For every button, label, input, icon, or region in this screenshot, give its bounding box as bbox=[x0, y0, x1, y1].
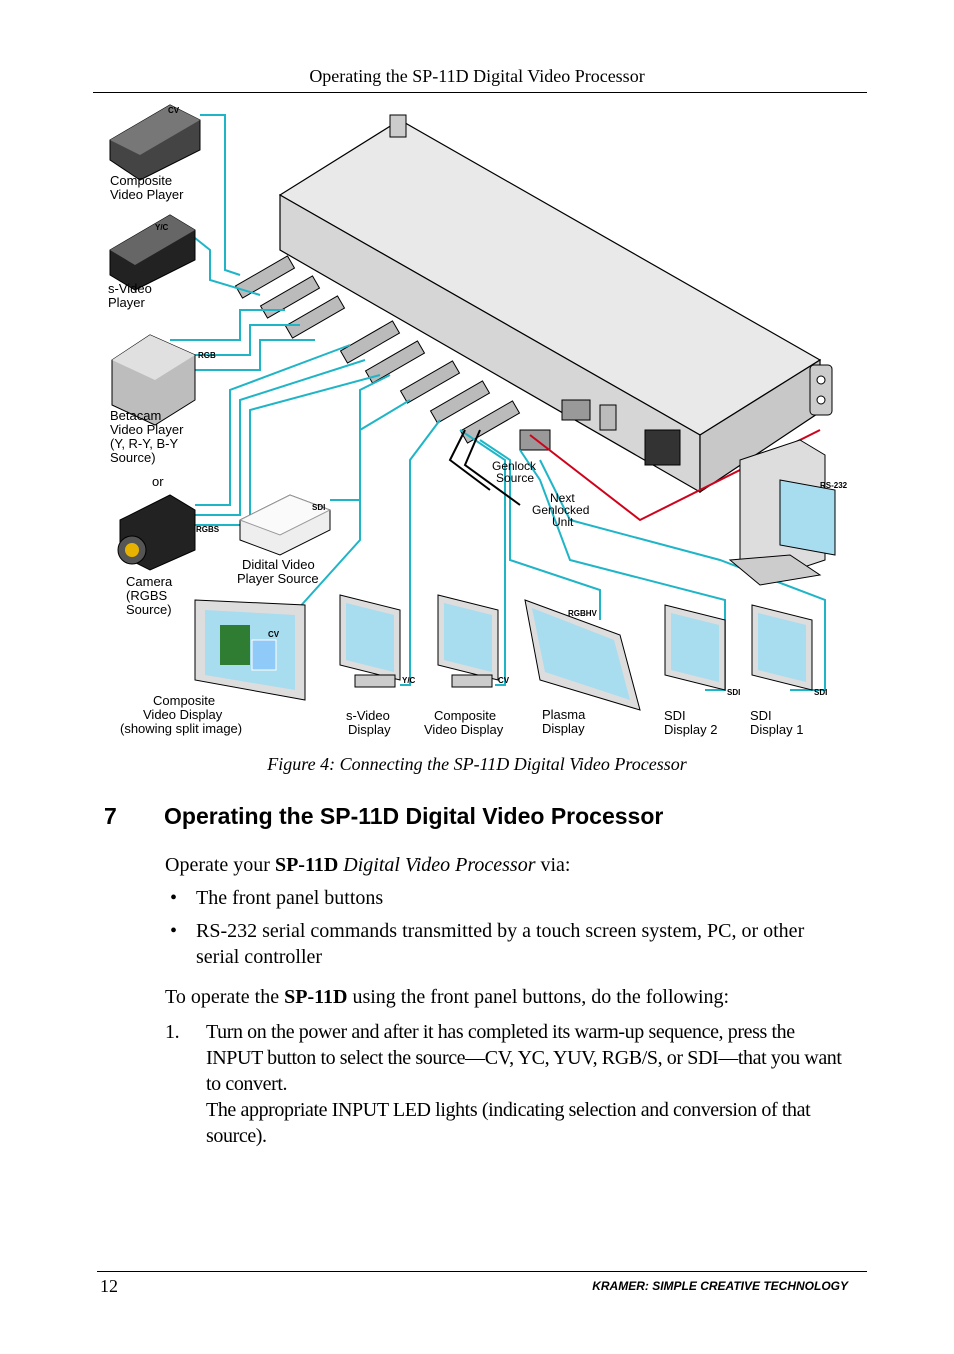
sp-11d-unit bbox=[278, 114, 833, 494]
betacam-player-device bbox=[111, 334, 196, 426]
label-or: or bbox=[152, 474, 164, 489]
tag-cv-1: CV bbox=[168, 106, 180, 115]
tag-rgb: RGB bbox=[198, 351, 216, 360]
intro-paragraph: Operate your SP-11D Digital Video Proces… bbox=[165, 854, 571, 876]
page-number: 12 bbox=[100, 1276, 118, 1296]
sdi-display-2-device bbox=[664, 604, 726, 691]
pc-device bbox=[728, 439, 836, 586]
section-title: Operating the SP-11D Digital Video Proce… bbox=[164, 803, 664, 829]
tag-rs232: RS-232 bbox=[820, 481, 848, 490]
running-header: Operating the SP-11D Digital Video Proce… bbox=[309, 66, 645, 86]
tag-rgbs: RGBS bbox=[196, 525, 220, 534]
tag-yc-2: Y/C bbox=[402, 676, 416, 685]
composite-display2-device bbox=[437, 594, 499, 688]
composite-video-player-device bbox=[109, 104, 201, 181]
section-heading: 7 Operating the SP-11D Digital Video Proc… bbox=[104, 803, 663, 830]
svideo-display-device bbox=[339, 594, 401, 688]
tag-cv-2: CV bbox=[268, 630, 280, 639]
svideo-player-device bbox=[109, 214, 196, 291]
footer-rule bbox=[97, 1271, 867, 1272]
camera-device bbox=[117, 494, 196, 571]
tag-sdi-1: SDI bbox=[814, 688, 827, 697]
composite-display-device bbox=[194, 599, 306, 701]
tag-sdi-src: SDI bbox=[312, 503, 325, 512]
footer-brand: KRAMER: SIMPLE CREATIVE TECHNOLOGY bbox=[592, 1279, 848, 1293]
procedure-intro: To operate the SP-11D using the front pa… bbox=[165, 986, 730, 1008]
tag-cv-3: CV bbox=[498, 676, 510, 685]
bnc-connectors bbox=[234, 255, 551, 451]
plasma-display-device bbox=[524, 599, 641, 711]
tag-rgbhv: RGBHV bbox=[568, 609, 598, 618]
tag-yc-1: Y/C bbox=[155, 223, 169, 232]
sdi-display-1-device bbox=[751, 604, 813, 691]
genlock-cables bbox=[448, 429, 521, 506]
header-rule bbox=[93, 92, 867, 93]
digital-video-player-device bbox=[238, 494, 332, 556]
tag-sdi-2: SDI bbox=[727, 688, 740, 697]
section-number: 7 bbox=[104, 803, 117, 829]
cables bbox=[170, 114, 826, 691]
figure-caption: Figure 4: Connecting the SP-11D Digital … bbox=[267, 754, 687, 774]
